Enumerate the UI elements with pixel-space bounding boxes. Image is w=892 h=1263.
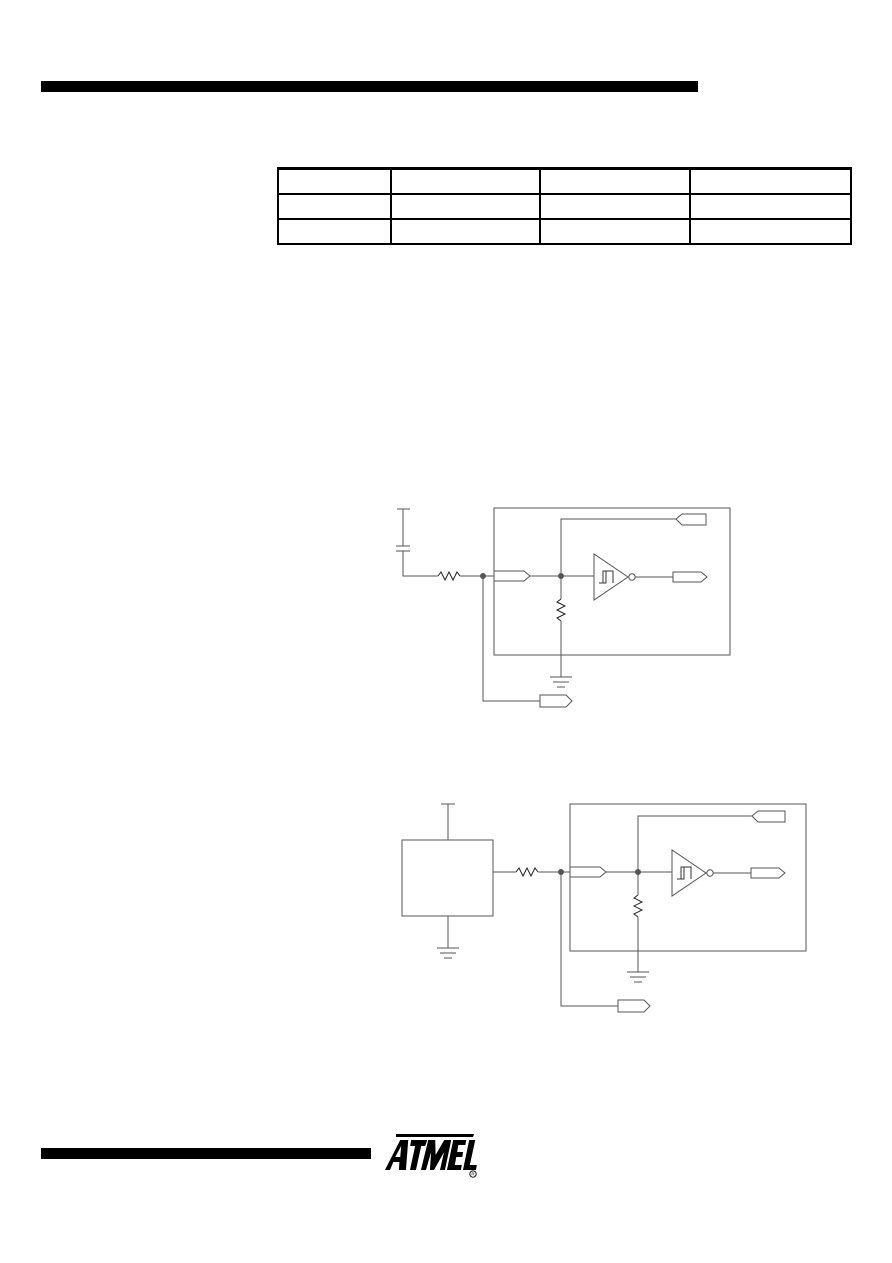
table-cell xyxy=(688,218,853,245)
wire xyxy=(482,576,540,702)
wire xyxy=(637,815,752,872)
table-row xyxy=(277,193,853,220)
table-cell xyxy=(389,193,542,220)
pull-down-resistor-symbol xyxy=(555,598,567,622)
output-port-symbol xyxy=(617,999,651,1013)
ground-symbol xyxy=(437,947,459,959)
table-row xyxy=(277,218,853,245)
spec-table xyxy=(277,167,853,245)
wire xyxy=(560,872,618,1007)
output-port-symbol xyxy=(672,571,708,583)
atmel-logo: R xyxy=(384,1134,477,1178)
schmitt-inverter-symbol xyxy=(671,849,714,897)
table-cell xyxy=(539,193,691,220)
output-port-symbol xyxy=(539,694,573,708)
feedback-port-symbol xyxy=(751,810,786,823)
table-cell xyxy=(688,167,853,195)
header-rule xyxy=(41,81,698,92)
feedback-port-symbol xyxy=(675,513,707,526)
wire xyxy=(560,518,676,576)
device-block xyxy=(401,839,494,917)
table-cell xyxy=(389,218,542,245)
table-cell xyxy=(688,193,853,220)
table-cell xyxy=(277,193,392,220)
series-resistor-symbol xyxy=(515,866,539,878)
table-cell xyxy=(539,218,691,245)
schematic-figure-2 xyxy=(401,803,807,1013)
output-port-symbol xyxy=(750,867,786,879)
input-pin-symbol xyxy=(570,866,607,878)
schmitt-inverter-symbol xyxy=(593,553,636,601)
series-resistor-symbol xyxy=(437,570,461,582)
table-cell xyxy=(277,218,392,245)
ground-symbol xyxy=(550,676,572,688)
ground-symbol xyxy=(627,971,649,983)
pull-down-resistor-symbol xyxy=(632,894,644,918)
table-row xyxy=(277,167,853,195)
svg-text:R: R xyxy=(471,1172,475,1177)
schematic-figure-1 xyxy=(396,507,731,708)
wire xyxy=(402,551,438,577)
footer-rule xyxy=(41,1148,371,1159)
